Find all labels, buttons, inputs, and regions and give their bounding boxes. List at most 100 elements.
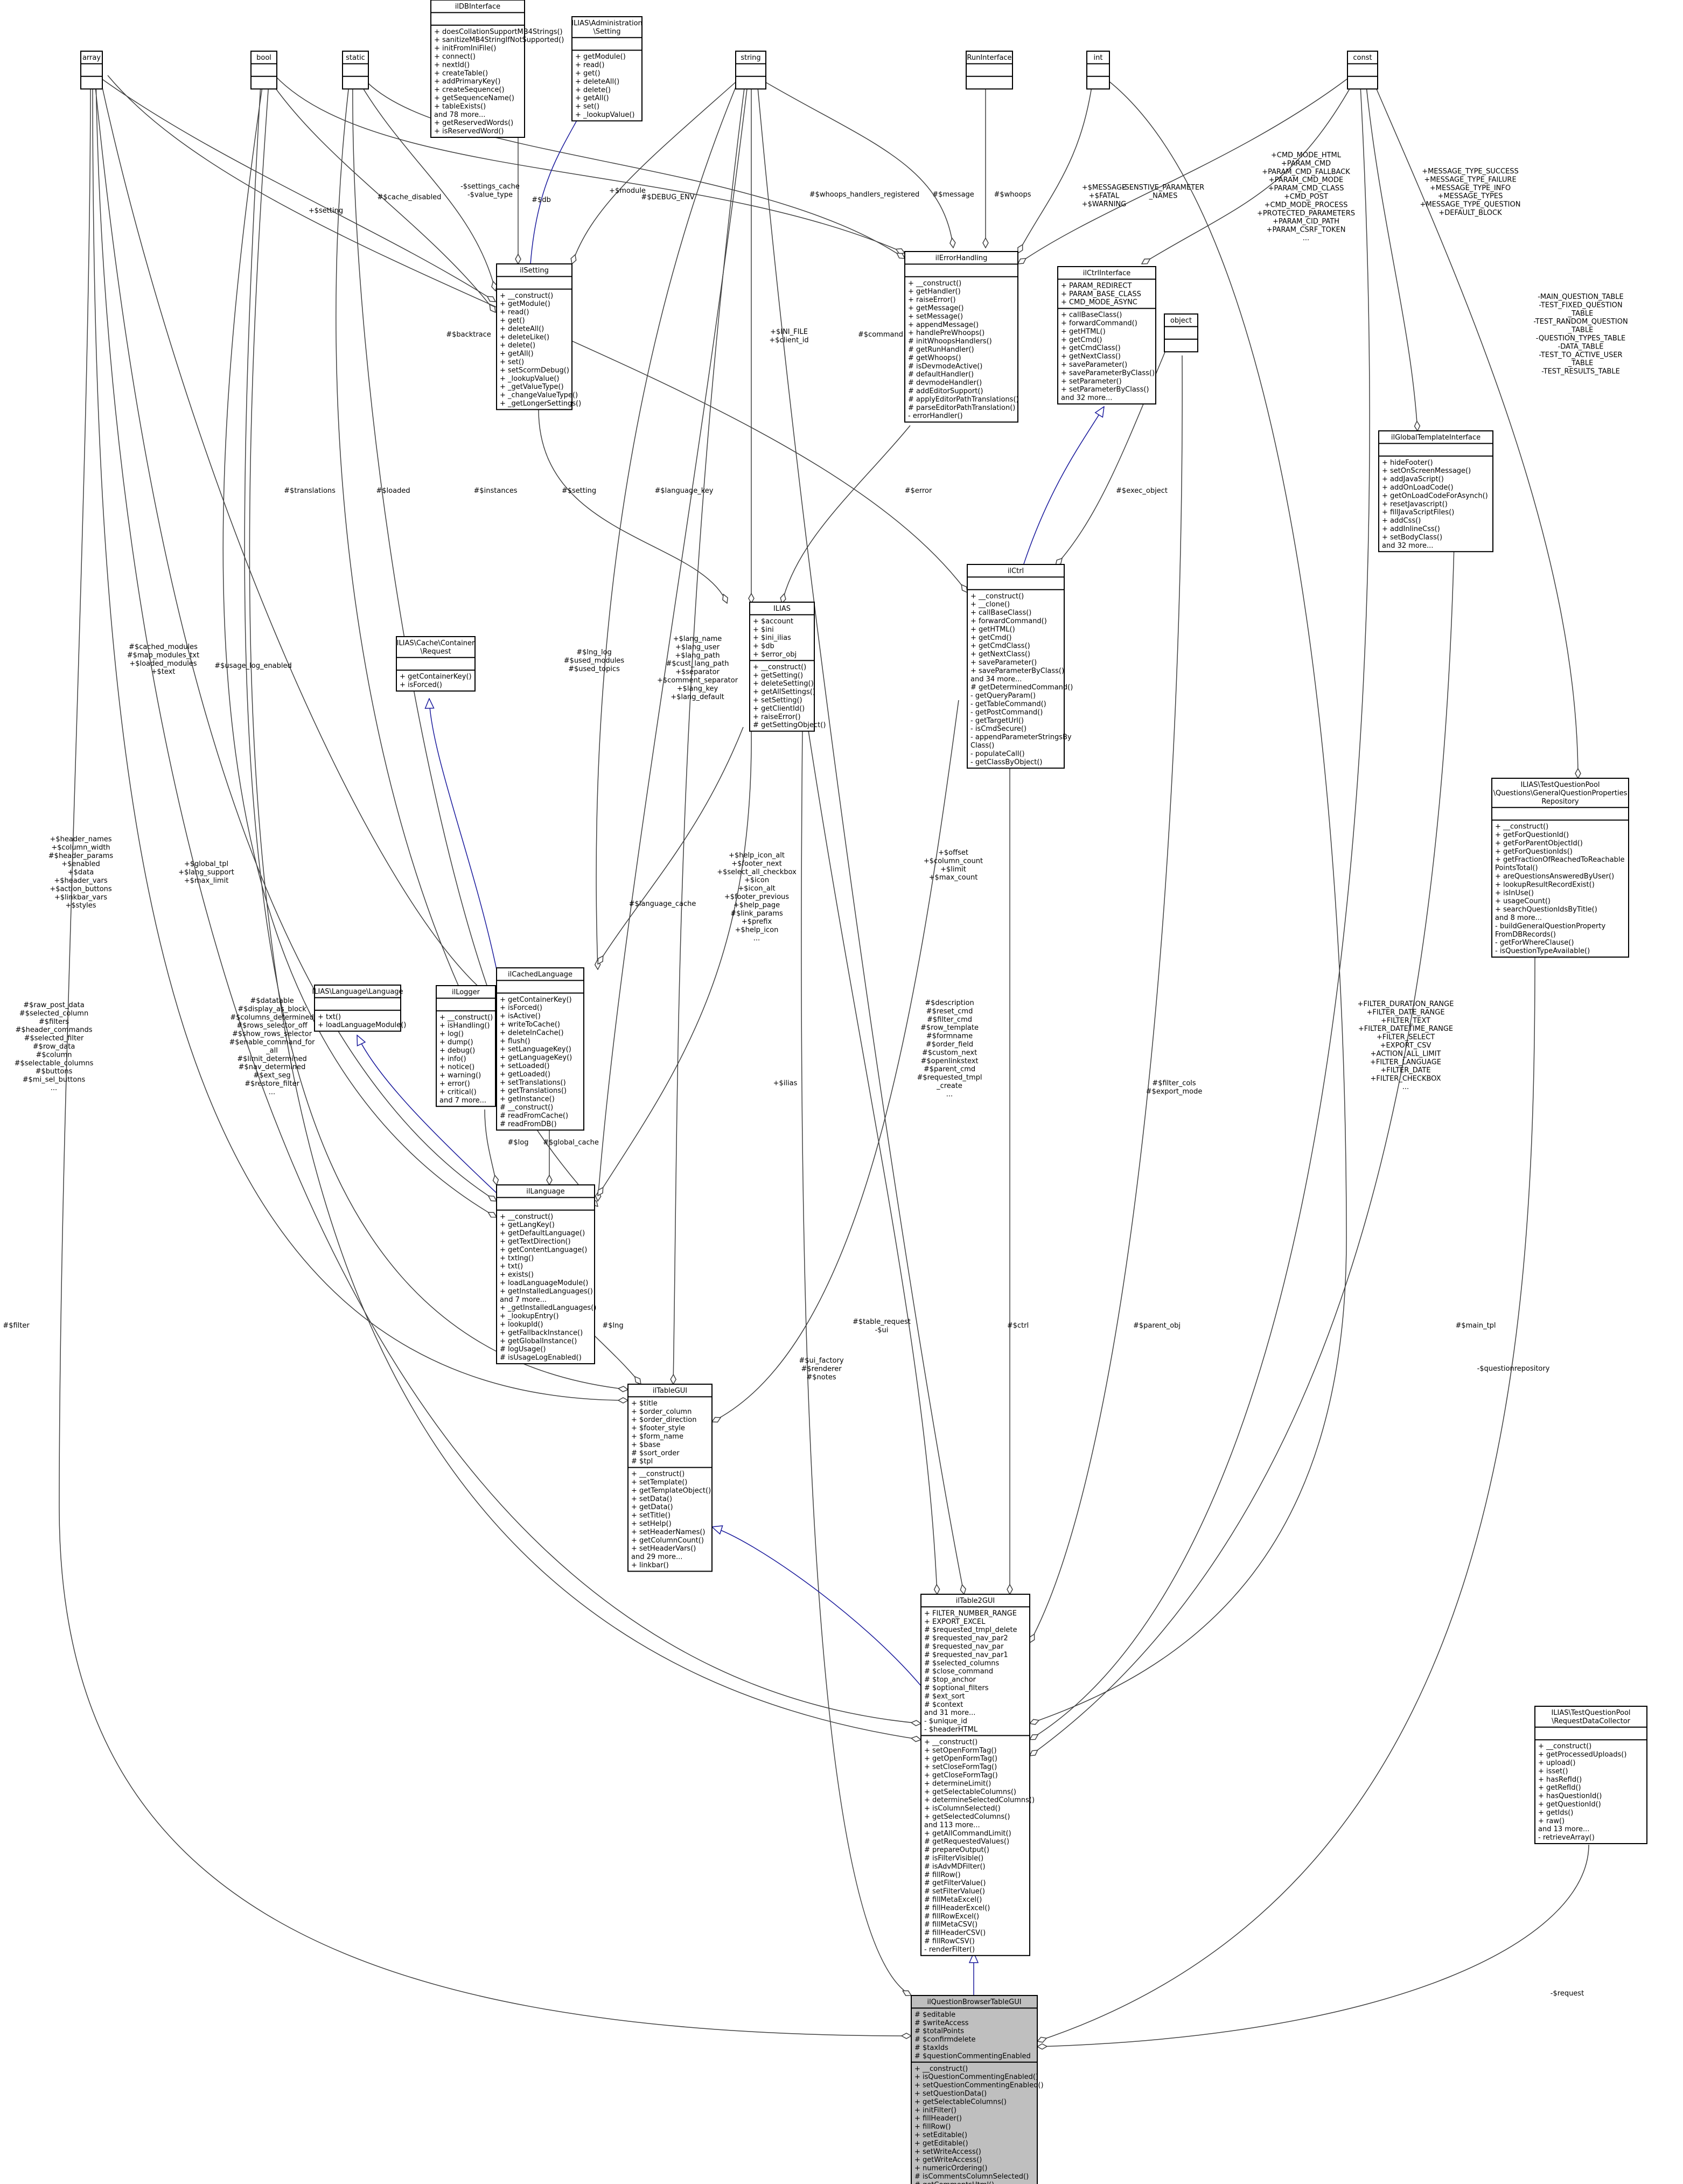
class-operation: # __construct() bbox=[500, 1104, 553, 1112]
class-operation: + setTitle() bbox=[631, 1512, 671, 1520]
class-operation: # isUsageLogEnabled() bbox=[500, 1354, 582, 1362]
class-operation: + setWriteAccess() bbox=[914, 2148, 981, 2156]
class-operation: + getNextClass() bbox=[1061, 353, 1121, 361]
class-operation: + error() bbox=[439, 1080, 470, 1088]
class-operation: + isset() bbox=[1538, 1767, 1568, 1775]
edge-array-qbtable bbox=[59, 75, 911, 2036]
class-operation: + setHelp() bbox=[631, 1520, 672, 1528]
class-title: ilQuestionBrowserTableGUI bbox=[927, 1998, 1021, 2006]
class-title: int bbox=[1094, 54, 1103, 62]
class-operation: + getFractionOfReachedToReachable bbox=[1495, 856, 1624, 864]
class-operation: FromDBRecords() bbox=[1495, 931, 1556, 939]
edge-ilerror-ilias bbox=[782, 425, 911, 603]
class-operation: # readFromCache() bbox=[500, 1112, 568, 1120]
class-operation: + getData() bbox=[631, 1503, 673, 1511]
class-operation: + addInlineCss() bbox=[1382, 525, 1440, 533]
class-operation: + _getLongerSettings() bbox=[500, 400, 581, 408]
class-frame bbox=[80, 51, 103, 90]
class-title: ilCtrl bbox=[1008, 567, 1024, 575]
class-operation: + getHandler() bbox=[908, 288, 961, 296]
edge-label-l_ctrl: #$ctrl bbox=[1007, 1322, 1029, 1330]
class-operation: + usageCount() bbox=[1495, 897, 1551, 905]
class-operation: + getAllSettings() bbox=[753, 688, 815, 696]
class-frame bbox=[314, 985, 401, 1032]
class-operation: + loadLanguageModule() bbox=[318, 1021, 406, 1029]
class-title: array bbox=[82, 54, 101, 62]
class-attribute: + $order_column bbox=[631, 1408, 692, 1416]
class-operation: and 113 more... bbox=[924, 1821, 980, 1829]
class-operation: + getAll() bbox=[500, 350, 534, 358]
class-operation: + getContainerKey() bbox=[400, 673, 472, 681]
edge-label-l_filter_cols: #$filter_cols#$export_mode bbox=[1146, 1079, 1203, 1096]
edge-label-l_filter_duration: +FILTER_DURATION_RANGE+FILTER_DATE_RANGE… bbox=[1358, 1000, 1454, 1091]
class-operation: # fillHeaderCSV() bbox=[924, 1929, 986, 1937]
class-title: ilErrorHandling bbox=[935, 254, 988, 262]
class-operation: + createSequence() bbox=[434, 86, 505, 94]
class-ilLogger: ilLogger+ __construct()+ isHandling()+ l… bbox=[436, 985, 496, 1107]
class-title: ilTableGUI bbox=[653, 1387, 687, 1395]
edge-array-iltable2 bbox=[95, 75, 921, 1724]
class-operation: + getLangKey() bbox=[500, 1221, 555, 1229]
class-operation: + critical() bbox=[439, 1088, 477, 1096]
edge-ilias-illanguage bbox=[598, 727, 752, 1196]
class-operation: + getAllCommandLimit() bbox=[924, 1830, 1011, 1838]
class-operation: # fillMetaExcel() bbox=[924, 1896, 982, 1904]
class-attribute: + $ini_ilias bbox=[753, 634, 791, 642]
class-frame bbox=[1491, 778, 1629, 958]
class-frame bbox=[496, 263, 572, 410]
class-operation: + __construct() bbox=[908, 280, 961, 288]
class-operation: + forwardCommand() bbox=[1061, 319, 1137, 327]
class-operation: + __construct() bbox=[1538, 1742, 1591, 1750]
class-operation: # getFilterValue() bbox=[924, 1879, 986, 1887]
edge-label-l_language_key: #$language_key bbox=[655, 487, 714, 495]
class-frame bbox=[627, 1384, 713, 1572]
class-RunInterface: RunInterface bbox=[966, 51, 1013, 90]
class-operation: - getForWhereClause() bbox=[1495, 939, 1574, 947]
class-operation: and 32 more... bbox=[1061, 394, 1112, 402]
class-title: string bbox=[741, 54, 760, 62]
class-attribute: # $sort_order bbox=[631, 1449, 680, 1457]
class-operation: + deleteInCache() bbox=[500, 1029, 564, 1037]
class-frame bbox=[967, 564, 1065, 769]
class-operation: + getCmdClass() bbox=[970, 642, 1030, 650]
class-attribute: # $requested_tmpl_delete bbox=[924, 1626, 1017, 1634]
class-operation: and 29 more... bbox=[631, 1553, 682, 1561]
class-operation: + dump() bbox=[439, 1038, 473, 1046]
class-operation: # getRequestedValues() bbox=[924, 1838, 1009, 1846]
class-operation: + raw() bbox=[1538, 1817, 1565, 1825]
class-operation: - populateCall() bbox=[970, 750, 1025, 758]
class-frame bbox=[966, 51, 1013, 90]
class-attribute: - $unique_id bbox=[924, 1718, 967, 1726]
class-frame bbox=[749, 602, 815, 732]
class-attribute: + FILTER_NUMBER_RANGE bbox=[924, 1609, 1017, 1617]
class-operation: # fillMetaCSV() bbox=[924, 1921, 977, 1929]
class-operation: + getSelectableColumns() bbox=[914, 2098, 1007, 2106]
class-operation: + getIds() bbox=[1538, 1809, 1573, 1817]
edge-label-l_parent_obj: #$parent_obj bbox=[1133, 1322, 1181, 1330]
class-operation: # fillRow() bbox=[924, 1871, 961, 1879]
class-attribute: # $taxIds bbox=[914, 2044, 948, 2052]
class-attribute: and 31 more... bbox=[924, 1709, 975, 1717]
class-int: int bbox=[1086, 51, 1110, 90]
edge-label-l_error: #$error bbox=[905, 487, 932, 495]
edge-label-l_filter: #$filter bbox=[3, 1322, 30, 1330]
class-operation: + debug() bbox=[439, 1046, 475, 1055]
class-ilSetting: ilSetting+ __construct()+ getModule()+ r… bbox=[496, 263, 581, 410]
class-operation: + getModule() bbox=[500, 300, 550, 308]
edge-label-l_cmd_mode: +CMD_MODE_HTML+PARAM_CMD+PARAM_CMD_FALLB… bbox=[1257, 151, 1355, 242]
class-operation: + getSetting() bbox=[753, 672, 803, 680]
class-operation: + setMessage() bbox=[908, 312, 963, 320]
edge-label-l_cache_disabled: #$cache_disabled bbox=[378, 193, 442, 201]
edge-const-globaltpl bbox=[1365, 75, 1417, 431]
class-operation: + hasQuestionId() bbox=[1538, 1792, 1602, 1801]
class-operation: + fillRow() bbox=[914, 2123, 951, 2131]
class-operation: - buildGeneralQuestionProperty bbox=[1495, 922, 1605, 930]
class-title: ILIAS\TestQuestionPool bbox=[1520, 781, 1600, 789]
class-operation: + delete() bbox=[575, 86, 611, 94]
class-operation: + set() bbox=[575, 103, 599, 111]
class-operation: + get() bbox=[575, 69, 600, 78]
class-operation: + isReservedWord() bbox=[434, 128, 504, 136]
class-bool: bool bbox=[250, 51, 277, 90]
class-frame bbox=[1534, 1706, 1647, 1844]
class-ilErrorHandling: ilErrorHandling + __construct()+ getHandl… bbox=[904, 251, 1019, 423]
